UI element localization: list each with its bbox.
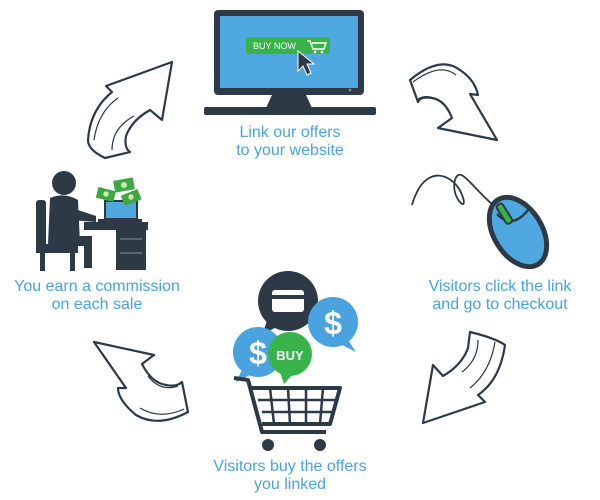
buy-now-button-graphic: BUY NOW xyxy=(246,37,330,54)
dollar-symbol-left: $ xyxy=(249,335,267,371)
step-2-caption: Visitors click the link and go to checko… xyxy=(410,278,590,314)
buy-now-text: BUY NOW xyxy=(253,41,296,51)
step-2-caption-line2: and go to checkout xyxy=(432,296,568,313)
dollar-bubble-icon: $ xyxy=(308,297,358,352)
dollar-symbol-right: $ xyxy=(324,305,342,341)
curved-arrow-icon xyxy=(86,60,174,160)
credit-card-icon xyxy=(258,271,318,335)
step-2-caption-line1: Visitors click the link xyxy=(428,278,572,295)
step-1-caption-line2: to your website xyxy=(236,142,344,159)
step-1-caption-line1: Link our offers xyxy=(239,124,341,141)
step-4-caption-line1: You earn a commission xyxy=(14,278,180,295)
money-icon xyxy=(95,177,142,206)
curved-arrow-icon xyxy=(92,340,190,422)
step-4-caption: You earn a commission on each sale xyxy=(2,278,192,314)
cursor-icon xyxy=(297,49,316,76)
buy-bubble-icon: BUY xyxy=(268,332,312,384)
laptop-icon xyxy=(98,200,142,222)
step-4-caption-line2: on each sale xyxy=(51,296,143,313)
step-3-caption-line1: Visitors buy the offers xyxy=(213,458,367,475)
shopping-cart-icon xyxy=(233,376,342,434)
step-3-caption: Visitors buy the offers you linked xyxy=(200,458,380,494)
curved-arrow-icon xyxy=(408,63,499,142)
curved-arrow-icon xyxy=(421,330,507,425)
step-3-caption-line2: you linked xyxy=(253,476,327,493)
step-1-caption: Link our offers to your website xyxy=(200,124,380,160)
buy-badge-text: BUY xyxy=(276,348,304,363)
